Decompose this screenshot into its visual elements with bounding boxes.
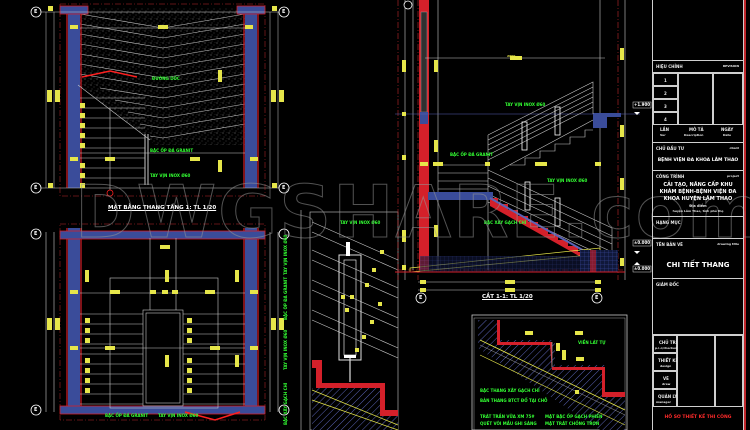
category-section: HẠNG MỤC (653, 216, 743, 238)
axis-label: E (419, 295, 423, 301)
section-handrail-note: TAY VỊN INOX Ø60 (505, 102, 546, 107)
owner-section: CHỦ ĐẦU TƯ client BỆNH VIỆN ĐA KHOA LÂM … (653, 142, 743, 170)
drawing-name: CHI TIẾT THANG (666, 261, 730, 269)
revision-table: 1 2 3 4 (653, 72, 743, 125)
plan-upper (30, 3, 290, 197)
granite-note-2: BẬC ỐP ĐÁ GRANIT (105, 413, 149, 418)
section-1-1 (395, 0, 652, 304)
axis-label: E (34, 231, 38, 237)
drawing-name-section: TÊN BẢN VẼ drawing title CHI TIẾT THANG (653, 238, 743, 278)
section-brick-note: BẬC XÂY GẠCH CHỈ (484, 220, 527, 225)
revision-columns: LẦN Ver MÔ TẢ Description NGÀY Date (653, 124, 743, 140)
nosing-note: VIỀN LÁT TỰ (578, 340, 606, 345)
step-detail (471, 314, 628, 430)
axis-label: E (34, 407, 38, 413)
detail-note-6: MẶT TRÁT CHỐNG TRƠN (545, 421, 600, 426)
project-section: CÔNG TRÌNH project CẢI TẠO, NÂNG CẤP KHU… (653, 170, 743, 216)
detail-note-4: QUÉT VÔI MẦU GHI SÁNG (480, 421, 537, 426)
section-handrail-note-2: TAY VỊN INOX Ø60 (547, 178, 588, 183)
revision-header: HIỆU CHỈNH REVISION (653, 60, 743, 72)
detail-note-2: BẢN THANG BTCT ĐỔ TẠI CHỖ (480, 398, 548, 403)
vnote-3: TAY VỊN INOX Ø60 (283, 329, 288, 370)
handrail-note: TAY VỊN INOX Ø60 (150, 173, 191, 178)
vnote-1: TAY VỊN INOX Ø60 (283, 234, 288, 275)
level-base: ±0.000 (634, 266, 651, 271)
slope-note: ĐƯỜNG DỐC (152, 76, 180, 81)
director-section: GIÁM ĐỐC (653, 278, 743, 334)
axis-label: E (595, 295, 599, 301)
owner-name: BỆNH VIỆN ĐA KHOA LÂM THAO (657, 158, 739, 163)
section-title: CẮT 1-1: TL 1/20 (482, 294, 533, 300)
axis-label: E (282, 185, 286, 191)
rail-detail-note: TAY VỊN INOX Ø60 (340, 220, 381, 225)
axis-label: E (34, 185, 38, 191)
level-upper: +1.900 (634, 102, 651, 107)
signature-table: CHỦ TRÌ p.i.c/checked THIẾT KẾ design VẼ… (653, 334, 743, 407)
stage-section: HỒ SƠ THIẾT KẾ THI CÔNG (653, 406, 743, 430)
title-block: HIỆU CHỈNH REVISION 1 2 3 4 LẦN Ver MÔ T… (652, 0, 744, 430)
level-ground: ±0.000 (634, 240, 651, 245)
plan-lower (30, 223, 290, 421)
handrail-note-2: TAY VỊN INOX Ø60 (158, 413, 199, 418)
vnote-4: BẬC XÂY GẠCH CHỈ (283, 382, 288, 425)
detail-note-1: BẬC THANG XÂY GẠCH CHỈ (480, 388, 540, 393)
detail-note-3: TRÁT TRẦN VỮA XM 75# (480, 414, 535, 419)
stage-label: HỒ SƠ THIẾT KẾ THI CÔNG (664, 415, 732, 420)
detail-note-5: MẶT BẬC ỐP GẠCH PHIẾN (545, 414, 603, 419)
plan-upper-title: MẶT BẰNG THANG TẦNG 1: TL 1/20 (108, 205, 217, 211)
dim-section-run: 2600 (507, 54, 516, 58)
granite-note: BẬC ỐP ĐÁ GRANIT (150, 148, 194, 153)
section-granite-note: BẬC ỐP ĐÁ GRANIT (450, 152, 494, 157)
railing-detail (309, 211, 399, 430)
vnote-2: BẬC ỐP ĐÁ GRANIT (283, 276, 288, 320)
axis-label: E (34, 9, 38, 15)
axis-label: E (282, 9, 286, 15)
